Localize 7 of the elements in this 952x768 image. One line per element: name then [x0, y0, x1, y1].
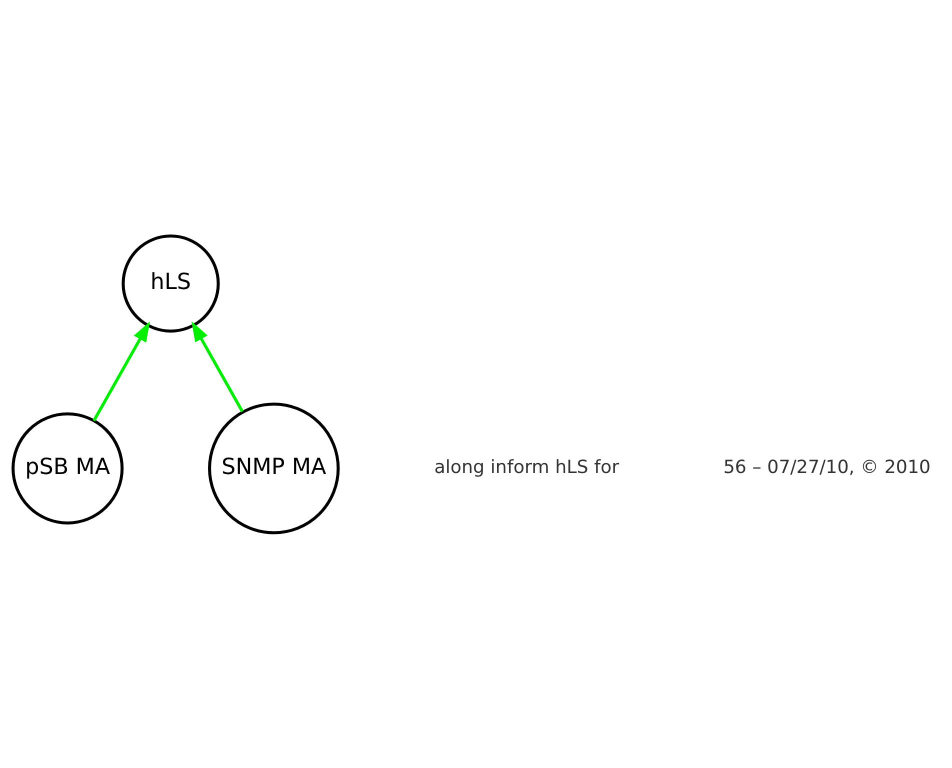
arrow — [92, 321, 150, 422]
node-circle: hLS — [122, 234, 220, 332]
node-circle: SNMP MA — [208, 402, 340, 534]
arrow — [191, 320, 244, 412]
label: along inform hLS for — [434, 456, 620, 478]
label: 56 – 07/27/10, © 2010 — [723, 456, 931, 478]
node-circle: pSB MA — [12, 412, 124, 524]
